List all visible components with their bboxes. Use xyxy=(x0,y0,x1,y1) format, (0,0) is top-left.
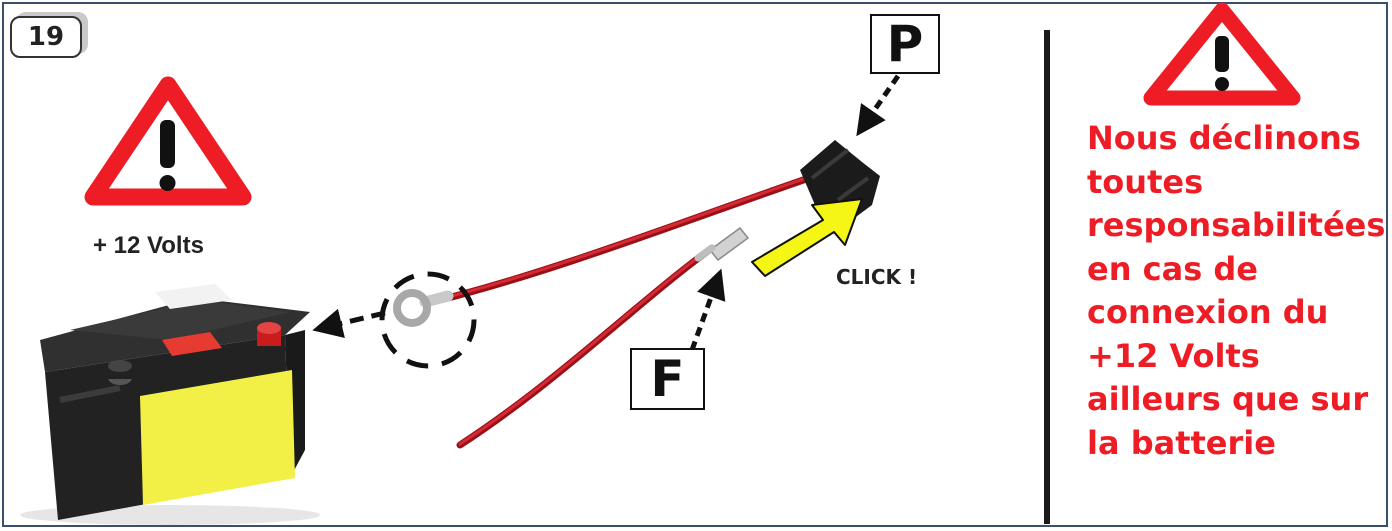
disclaimer-line: toutes xyxy=(1087,162,1204,201)
disclaimer-text: Nous déclinons toutes responsabilitées e… xyxy=(1087,117,1387,465)
disclaimer-line: en cas de xyxy=(1087,249,1258,288)
warning-icon xyxy=(84,76,252,206)
step-number-badge: 19 xyxy=(10,16,82,58)
dashed-arrow-battery xyxy=(312,308,386,338)
warning-icon xyxy=(1143,2,1301,106)
label-p: P xyxy=(870,14,940,74)
click-arrow xyxy=(751,198,863,277)
battery-illustration xyxy=(20,284,320,525)
dashed-arrow-p xyxy=(856,74,901,137)
wire-to-fuse xyxy=(436,171,822,304)
dashed-arrow-f xyxy=(689,268,726,351)
spade-terminal-illustration xyxy=(694,226,750,262)
disclaimer-line: +12 Volts xyxy=(1087,336,1260,375)
divider xyxy=(1044,30,1050,524)
click-label: CLICK ! xyxy=(836,265,918,289)
wire-to-spade xyxy=(456,244,716,449)
disclaimer-line: ailleurs que sur xyxy=(1087,380,1369,418)
disclaimer-line: la batterie xyxy=(1087,423,1276,462)
label-f: F xyxy=(630,348,705,410)
disclaimer-line: Nous déclinons xyxy=(1087,119,1361,157)
ring-terminal-illustration xyxy=(393,289,454,327)
disclaimer-line: responsabilitées xyxy=(1087,206,1386,244)
voltage-label: + 12 Volts xyxy=(93,232,204,259)
highlight-circle xyxy=(379,271,477,369)
disclaimer-line: connexion du xyxy=(1087,293,1329,331)
